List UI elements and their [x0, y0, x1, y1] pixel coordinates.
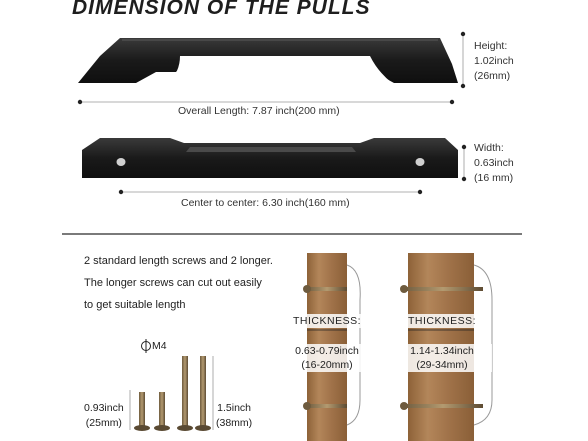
- width-title: Width:: [474, 142, 504, 154]
- thread-size-label: M4: [152, 340, 167, 352]
- thickness-thin-label: THICKNESS:: [290, 314, 363, 328]
- top-pull-image: [78, 38, 458, 83]
- height-inch: 1.02inch: [474, 55, 514, 67]
- thickness-thin-metric: (16-20mm): [274, 358, 380, 372]
- thickness-thin-range: 0.63-0.79inch: [274, 344, 380, 358]
- thickness-thick-range: 1.14-1.34inch: [392, 344, 492, 358]
- screws-note-line-2: The longer screws can cut out easily: [84, 277, 262, 289]
- short-screw-inch: 0.93inch: [84, 402, 124, 414]
- width-label: Width: 0.63inch (16 mm): [474, 141, 514, 186]
- screw-set: [129, 339, 214, 431]
- bottom-pull-image: [82, 138, 458, 178]
- long-screw-inch: 1.5inch: [217, 402, 252, 414]
- long-screw-mm: (38mm): [216, 417, 253, 429]
- width-mm: (16 mm): [474, 172, 514, 184]
- thickness-thick-metric: (29-34mm): [392, 358, 492, 372]
- width-inch: 0.63inch: [474, 157, 514, 169]
- center-to-center-dimension: [118, 189, 423, 195]
- page-title: DIMENSION OF THE PULLS: [72, 0, 371, 19]
- long-screw-length: 1.5inch (38mm): [216, 401, 252, 431]
- short-screw-mm: (25mm): [85, 417, 122, 429]
- screws-note-line-3: to get suitable length: [84, 299, 186, 311]
- thickness-thick: THICKNESS: 1.14-1.34inch (29-34mm): [392, 314, 492, 372]
- height-dimension: [460, 31, 466, 89]
- center-to-center-label: Center to center: 6.30 inch(160 mm): [181, 197, 350, 209]
- thickness-thin: THICKNESS: 0.63-0.79inch (16-20mm): [274, 314, 380, 372]
- screws-note: 2 standard length screws and 2 longer. T…: [84, 250, 273, 316]
- screws-note-line-1: 2 standard length screws and 2 longer.: [84, 255, 273, 267]
- height-mm: (26mm): [474, 70, 511, 82]
- thickness-thick-label: THICKNESS:: [405, 314, 478, 328]
- height-title: Height:: [474, 40, 508, 52]
- overall-length-dimension: [77, 99, 455, 105]
- height-label: Height: 1.02inch (26mm): [474, 39, 514, 84]
- short-screw-length: 0.93inch (25mm): [84, 401, 124, 431]
- overall-length-label: Overall Length: 7.87 inch(200 mm): [178, 105, 340, 117]
- width-dimension: [461, 144, 467, 182]
